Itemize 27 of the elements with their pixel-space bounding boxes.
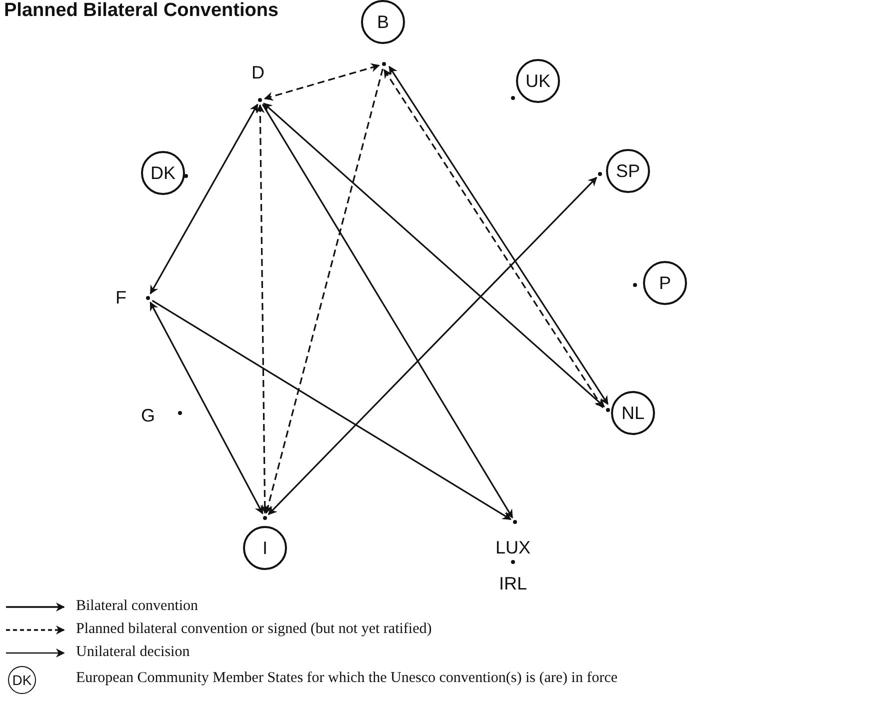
- legend-text: Unilateral decision: [76, 644, 190, 661]
- state-label: LUX: [494, 538, 532, 558]
- diagram-title: Planned Bilateral Conventions: [4, 0, 278, 22]
- connector-arrow: [268, 176, 598, 516]
- connector-arrow: [152, 300, 512, 520]
- state-label: IRL: [497, 574, 529, 594]
- connector-arrow: [150, 104, 258, 294]
- state-circle: P: [643, 261, 687, 305]
- connector-arrow: [150, 302, 264, 514]
- connector-arrow: [256, 104, 270, 514]
- state-circle: SP: [606, 149, 650, 193]
- state-circle: NL: [611, 391, 655, 435]
- state-circle: B: [361, 0, 405, 44]
- state-circle: I: [243, 526, 287, 570]
- connector-arrow: [262, 104, 514, 518]
- state-circle: DK: [141, 151, 185, 195]
- legend-text: European Community Member States for which the Unesco convention(s) is (are) in force: [76, 670, 618, 687]
- connector-arrow: [263, 102, 605, 408]
- state-label: G: [139, 406, 157, 426]
- state-circle: UK: [516, 59, 560, 103]
- state-label: F: [114, 288, 128, 308]
- legend-circle-sample: DK: [8, 666, 36, 694]
- state-label: D: [250, 62, 266, 84]
- connector-arrow: [264, 63, 380, 101]
- legend-text: Planned bilateral convention or signed (but not yet ratified): [76, 621, 432, 638]
- legend-text: Bilateral convention: [76, 598, 198, 615]
- connector-arrow: [264, 68, 384, 514]
